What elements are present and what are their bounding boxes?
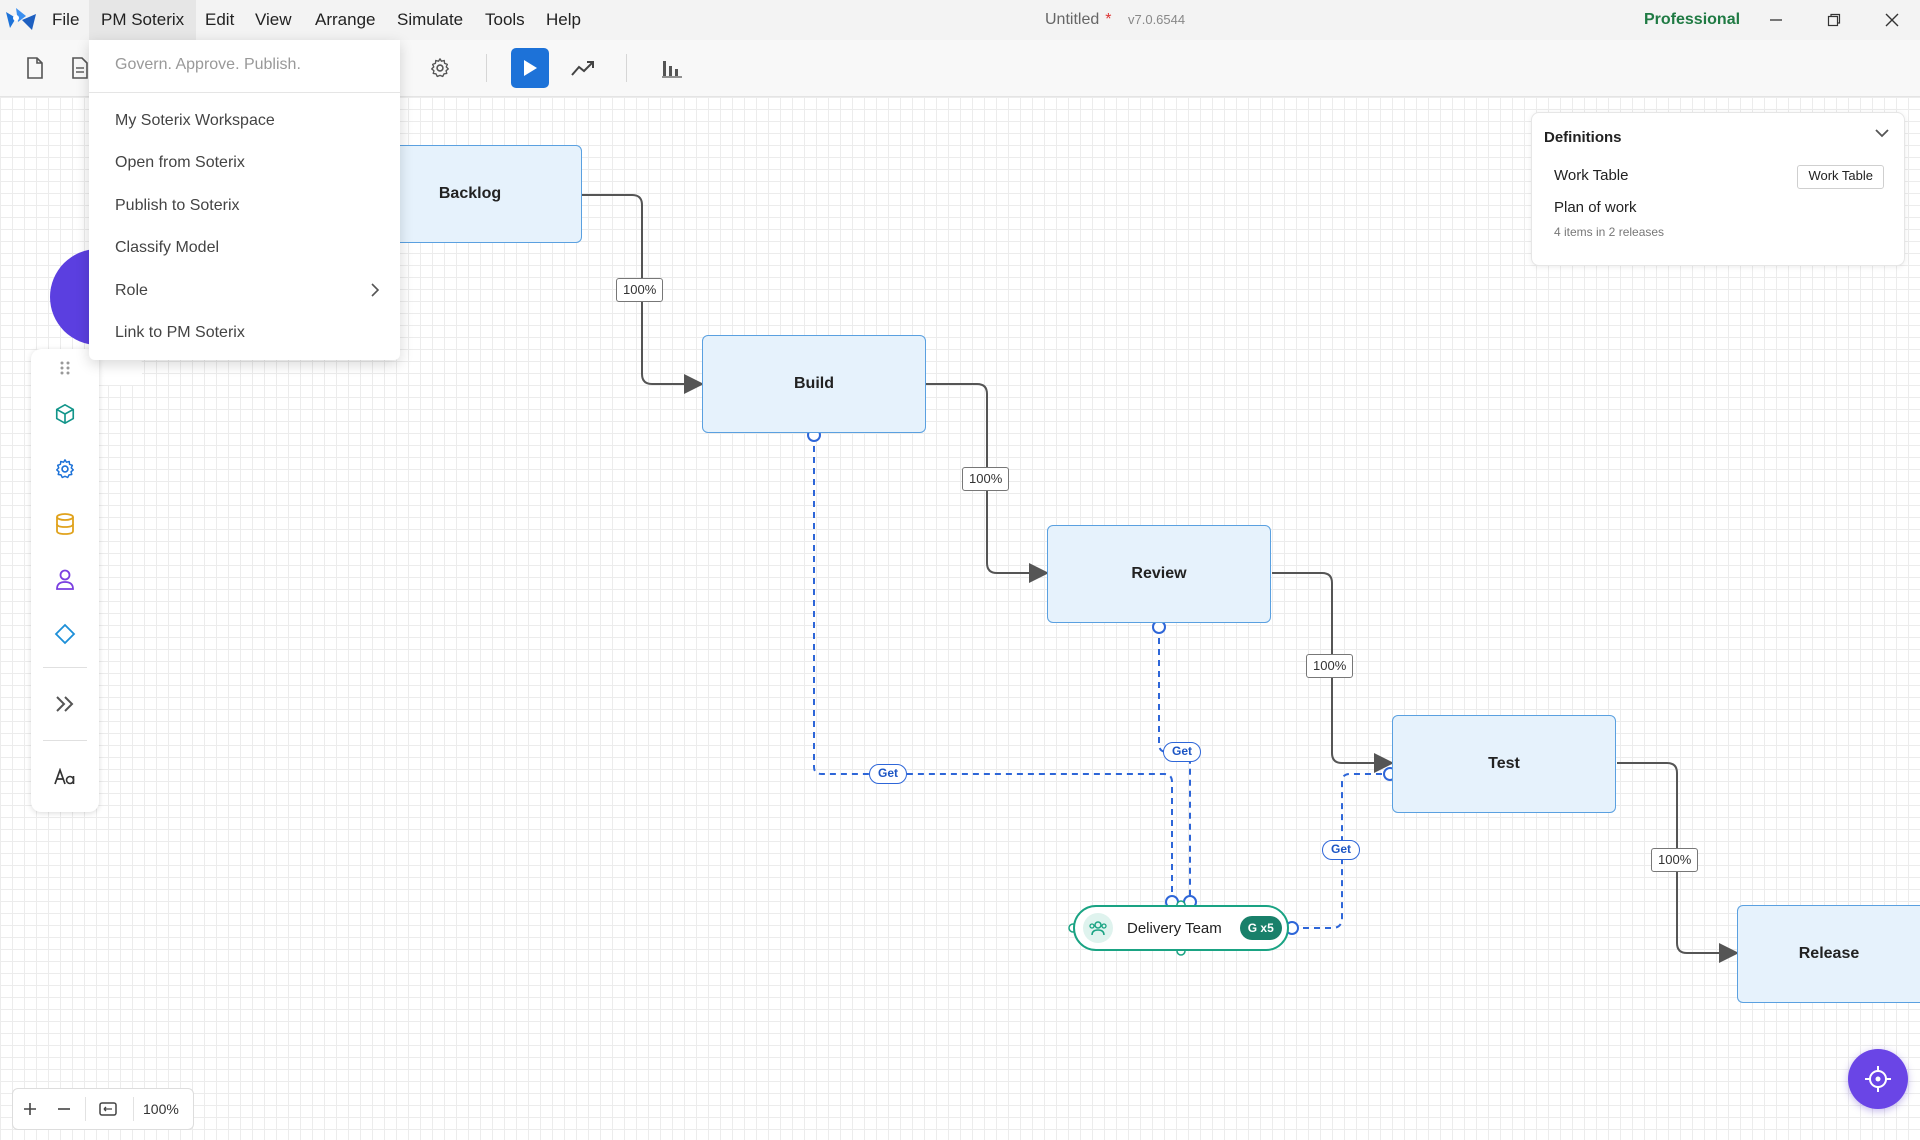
plus-icon [24,1103,36,1115]
new-file-icon [27,57,43,79]
flow-label[interactable]: 100% [616,278,664,302]
trend-icon [571,61,594,76]
definitions-panel: Definitions Work Table Work Table Plan o… [1531,112,1905,266]
plan-summary: 4 items in 2 releases [1554,225,1665,239]
palette-resource[interactable] [45,559,85,599]
menu-item-my-soterix-workspace[interactable]: My Soterix Workspace [115,112,275,129]
flow-label[interactable]: 100% [1306,654,1354,678]
open-file-button[interactable] [62,50,98,86]
text-style-icon [54,768,75,785]
menu-item-role[interactable]: Role [115,282,148,299]
edition-label: Professional [1644,11,1741,28]
menu-tools[interactable]: Tools [485,10,525,29]
flow-label[interactable]: 100% [1651,848,1699,872]
definitions-title: Definitions [1544,129,1622,146]
settings-icon [431,58,449,78]
menu-item-publish-to-soterix[interactable]: Publish to Soterix [115,197,240,214]
node-review[interactable]: Review [1047,525,1271,623]
bar-chart-button[interactable] [654,50,690,86]
close-button[interactable] [1864,0,1920,40]
document-title: Untitled * [1045,0,1111,40]
menu-view[interactable]: View [255,10,292,29]
version-label: v7.0.6544 [1128,12,1186,27]
cube-icon [55,404,75,424]
zoom-level[interactable]: 100% [143,1101,179,1117]
shape-palette [31,349,99,812]
crosshair-icon [1865,1066,1891,1092]
resource-edge-build [813,435,1173,902]
palette-expand[interactable] [45,684,85,724]
drag-handle-icon [60,361,70,375]
pm-soterix-menu: Govern. Approve. Publish. My Soterix Wor… [89,40,400,360]
menu-file[interactable]: File [52,10,80,29]
menu-item-link-to-pm-soterix[interactable]: Link to PM Soterix [115,324,245,341]
minimize-icon [1770,19,1782,21]
team-icon [1083,913,1113,943]
menu-edit[interactable]: Edit [205,10,235,29]
palette-activity[interactable] [45,394,85,434]
resource-badge: G x5 [1239,916,1282,940]
get-label[interactable]: Get [1163,742,1202,762]
menu-item-classify-model[interactable]: Classify Model [115,239,220,256]
open-file-icon [72,57,88,79]
double-chevron-icon [56,696,74,712]
menu-help[interactable]: Help [546,10,581,29]
node-test[interactable]: Test [1392,715,1616,813]
navigate-button[interactable] [1848,1049,1908,1109]
diamond-icon [54,623,76,645]
trend-button[interactable] [565,50,601,86]
play-icon [524,60,537,76]
palette-process[interactable] [45,449,85,489]
chevron-right-icon [371,283,380,297]
minimize-button[interactable] [1748,0,1804,40]
run-simulation-button[interactable] [511,48,549,88]
restore-icon [1827,13,1841,27]
diagram-canvas[interactable]: Wor Backlog Build Review Test Release 10… [0,97,1920,1140]
menu-simulate[interactable]: Simulate [397,10,464,29]
document-name: Untitled [1045,11,1100,28]
person-icon [56,569,74,590]
minus-icon [58,1108,70,1110]
palette-decision[interactable] [45,614,85,654]
palette-drag-handle[interactable] [45,353,85,383]
palette-text-style[interactable] [45,757,85,797]
resource-delivery-team[interactable]: Delivery Team G x5 [1073,905,1289,951]
menu-tagline: Govern. Approve. Publish. [115,56,301,73]
gear-icon [56,459,74,479]
flow-label[interactable]: 100% [962,467,1010,491]
resource-label: Delivery Team [1127,919,1222,937]
fit-to-screen-button[interactable] [91,1089,125,1129]
new-file-button[interactable] [17,50,53,86]
settings-button[interactable] [422,50,458,86]
menu-item-open-from-soterix[interactable]: Open from Soterix [115,154,245,171]
palette-data-store[interactable] [45,504,85,544]
node-release[interactable]: Release [1737,905,1920,1003]
menu-arrange[interactable]: Arrange [315,10,376,29]
resource-edge-review [1158,627,1191,902]
restore-button[interactable] [1806,0,1862,40]
fit-screen-icon [99,1102,117,1116]
title-bar: File PM Soterix Edit View Arrange Simula… [0,0,1920,40]
menu-pm-soterix[interactable]: PM Soterix [89,0,197,40]
close-icon [1885,13,1899,27]
zoom-controls: 100% [12,1088,194,1130]
unsaved-marker: * [1105,11,1112,28]
zoom-in-button[interactable] [13,1089,47,1129]
work-table-label: Work Table [1554,167,1629,184]
bar-chart-icon [662,61,682,78]
work-table-button[interactable]: Work Table [1797,165,1884,189]
node-build[interactable]: Build [702,335,926,433]
plan-label: Plan of work [1554,199,1637,216]
get-label[interactable]: Get [1322,840,1361,860]
connector-points [807,428,1397,935]
database-icon [56,513,74,535]
chevron-down-icon[interactable] [1874,127,1890,139]
zoom-out-button[interactable] [47,1089,81,1129]
app-logo-icon [6,8,36,30]
get-label[interactable]: Get [869,764,908,784]
resource-edges [813,435,1390,929]
